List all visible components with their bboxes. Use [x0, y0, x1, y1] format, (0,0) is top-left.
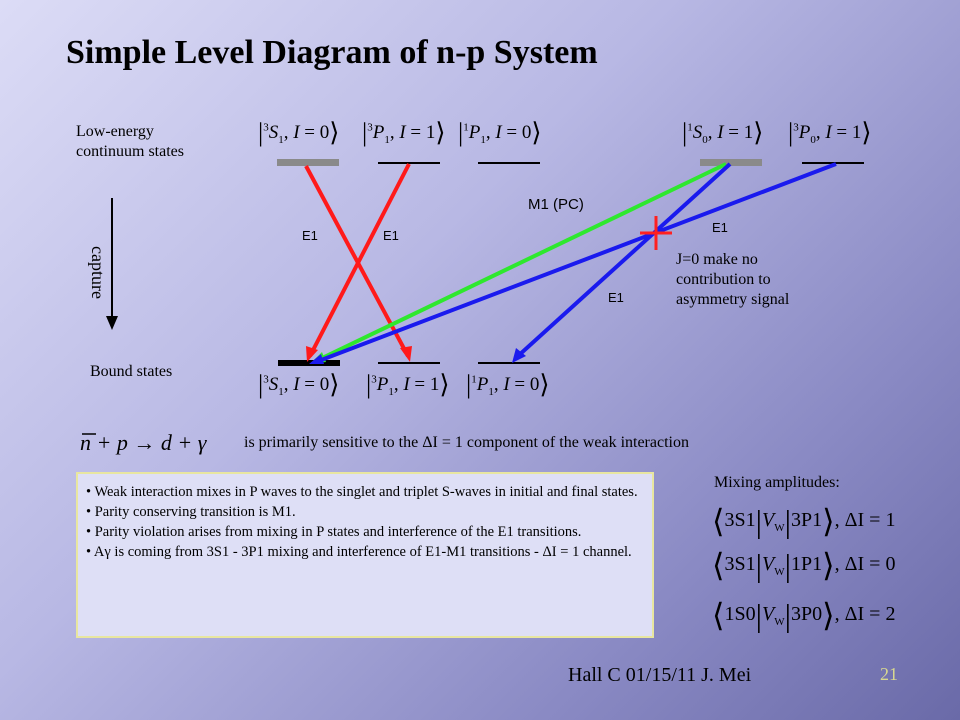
top-state-1S0-I1: |1S0, I = 1⟩: [682, 118, 764, 147]
top-state-3P1-I1: |3P1, I = 1⟩: [362, 118, 446, 147]
top-state-3P0-I1: |3P0, I = 1⟩: [788, 118, 872, 147]
bottom-state-3P1-I1: |3P1, I = 1⟩: [366, 370, 450, 399]
arrowhead-blue-2: [512, 348, 526, 363]
reaction-equation: n + p → d + γ: [80, 430, 207, 455]
footer: Hall C 01/15/11 J. Mei: [568, 664, 752, 686]
bullet-1: • Weak interaction mixes in P waves to t…: [86, 484, 638, 500]
bullet-4: • Aγ is coming from 3S1 - 3P1 mixing and…: [86, 544, 632, 560]
top-state-1P1-I0: |1P1, I = 0⟩: [458, 118, 542, 147]
continuum-label: Low-energy continuum states: [76, 123, 184, 160]
level-top-3S1: [277, 159, 339, 166]
transition-e1-blue-2: [516, 162, 732, 358]
arrowhead-red-1: [400, 346, 412, 362]
top-state-3S1-I0: |3S1, I = 0⟩: [258, 118, 340, 147]
e1-label-1: E1: [302, 228, 318, 243]
bullets-box: • Weak interaction mixes in P waves to t…: [76, 472, 654, 638]
arrowhead-red-2: [306, 346, 318, 362]
bullet-2: • Parity conserving transition is M1.: [86, 504, 296, 520]
transition-e1-red-2: [308, 163, 411, 357]
page-number: 21: [880, 664, 898, 684]
e1-label-2: E1: [383, 228, 399, 243]
transition-m1-green: [317, 162, 727, 362]
reaction-sensitivity: is primarily sensitive to the ΔI = 1 com…: [244, 434, 689, 451]
bullet-3: • Parity violation arises from mixing in…: [86, 524, 582, 540]
page-title: Simple Level Diagram of n-p System: [66, 34, 598, 71]
level-top-1S0: [700, 159, 762, 166]
mixing-label: Mixing amplitudes:: [714, 474, 840, 491]
capture-arrowhead: [106, 316, 118, 330]
bottom-state-1P1-I0: |1P1, I = 0⟩: [466, 370, 550, 399]
m1-label: M1 (PC): [528, 196, 584, 213]
capture-label: capture: [88, 246, 108, 299]
mixing-amp-2: ⟨3S1|VW|1P1⟩, ΔI = 0: [712, 547, 896, 583]
mixing-amp-3: ⟨1S0|VW|3P0⟩, ΔI = 2: [712, 597, 896, 633]
bound-label: Bound states: [90, 363, 173, 380]
transition-e1-blue-1: [315, 162, 837, 364]
e1-label-3: E1: [712, 220, 728, 235]
mixing-amp-1: ⟨3S1|VW|3P1⟩, ΔI = 1: [712, 503, 896, 539]
e1-label-4: E1: [608, 290, 624, 305]
level-bottom-3S1: [278, 360, 340, 366]
j0-note: J=0 make no contribution to asymmetry si…: [676, 251, 790, 308]
arrowhead-blue-1: [309, 354, 324, 364]
bottom-state-3S1-I0: |3S1, I = 0⟩: [258, 370, 340, 399]
